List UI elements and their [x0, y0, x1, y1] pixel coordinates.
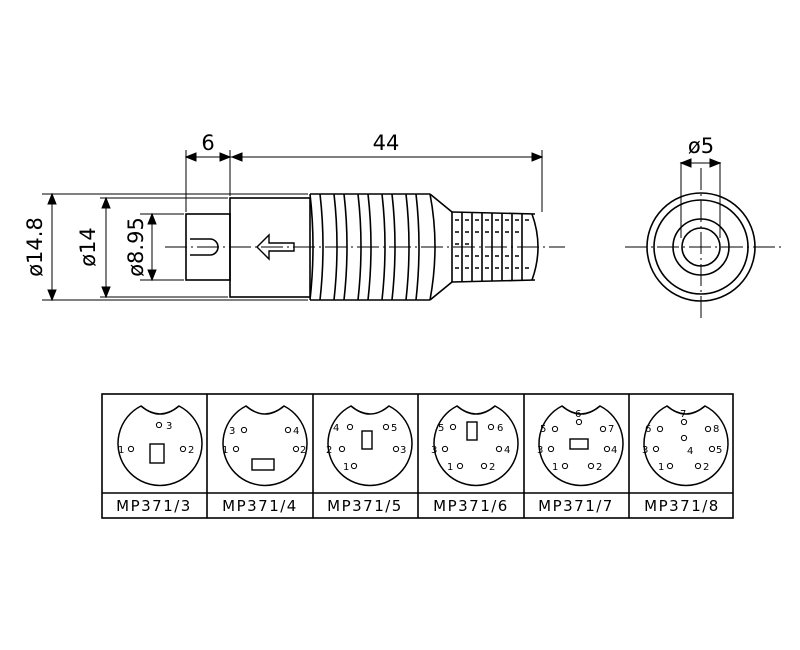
side-view: [42, 150, 565, 302]
connector-mp371-5: 4 5 2 3 1: [326, 405, 413, 487]
connector-mp371-8: 7 6 8 3 5 4 1 2: [642, 405, 729, 487]
dim-body-length-label: 44: [373, 131, 400, 155]
svg-text:2: 2: [703, 462, 709, 473]
dim-outer-max-label: ø14.8: [23, 217, 47, 277]
model-label: MP371/6: [433, 497, 509, 515]
svg-text:3: 3: [431, 445, 437, 456]
svg-text:3: 3: [166, 421, 172, 432]
svg-text:1: 1: [658, 462, 664, 473]
strain-relief: [451, 211, 539, 283]
dim-body-length: [230, 150, 544, 212]
svg-text:4: 4: [333, 423, 339, 434]
svg-text:1: 1: [222, 445, 228, 456]
model-label: MP371/7: [538, 497, 614, 515]
model-label: MP371/3: [116, 497, 192, 515]
svg-text:1: 1: [552, 462, 558, 473]
svg-text:2: 2: [188, 445, 194, 456]
connector-mp371-4: 3 4 1 2: [222, 405, 308, 487]
svg-text:1: 1: [118, 445, 124, 456]
model-label: MP371/8: [644, 497, 720, 515]
svg-text:3: 3: [229, 426, 235, 437]
svg-text:2: 2: [326, 445, 332, 456]
svg-text:3: 3: [400, 445, 406, 456]
svg-text:4: 4: [293, 426, 299, 437]
svg-text:5: 5: [438, 423, 444, 434]
svg-text:4: 4: [687, 446, 693, 457]
dim-outer-label: ø14: [76, 227, 100, 267]
model-label: MP371/5: [327, 497, 403, 515]
svg-text:2: 2: [489, 462, 495, 473]
svg-text:6: 6: [645, 424, 651, 435]
svg-text:1: 1: [447, 462, 453, 473]
dim-inner-label: ø8.95: [124, 217, 148, 277]
svg-text:3: 3: [537, 445, 543, 456]
svg-text:1: 1: [343, 462, 349, 473]
dim-pin-length-label: 6: [201, 131, 214, 155]
svg-text:4: 4: [611, 445, 617, 456]
svg-text:7: 7: [608, 424, 614, 435]
svg-text:7: 7: [680, 409, 686, 420]
dim-pin-length: [184, 150, 232, 212]
svg-text:8: 8: [713, 424, 719, 435]
model-label: MP371/4: [222, 497, 298, 515]
svg-text:5: 5: [391, 423, 397, 434]
dim-rear-diameter-label: ø5: [688, 134, 714, 158]
connector-mp371-6: 5 6 3 4 1 2: [431, 405, 519, 487]
svg-text:2: 2: [596, 462, 602, 473]
pin-layout-table: [101, 393, 734, 519]
svg-text:2: 2: [300, 445, 306, 456]
insert-arrow-icon: [256, 233, 295, 261]
dim-diameters: [42, 192, 308, 302]
svg-text:5: 5: [716, 445, 722, 456]
svg-text:4: 4: [504, 445, 510, 456]
svg-text:5: 5: [540, 424, 546, 435]
connector-mp371-3: 3 1 2: [117, 405, 203, 487]
plug-shell: [229, 197, 311, 298]
svg-text:6: 6: [575, 409, 581, 420]
connector-mp371-7: 6 5 7 3 4 1 2: [537, 405, 624, 487]
svg-text:6: 6: [497, 423, 503, 434]
end-view: [625, 158, 785, 322]
pin-contact: [190, 238, 219, 256]
svg-text:3: 3: [642, 445, 648, 456]
